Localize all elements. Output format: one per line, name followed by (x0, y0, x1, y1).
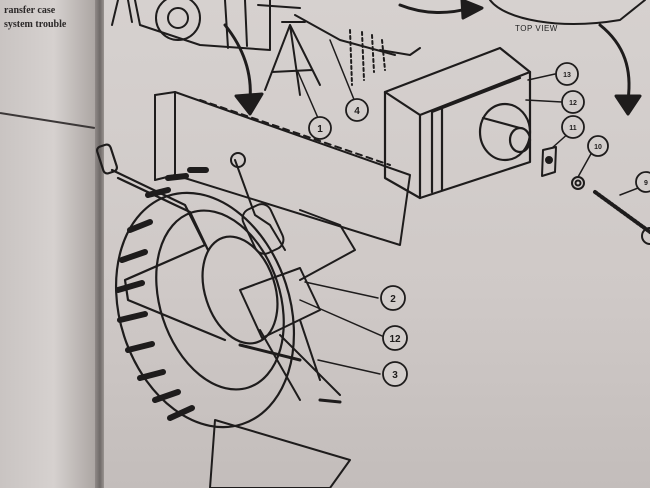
left-page-line-2: system trouble (4, 19, 67, 30)
axle-housing-block (383, 46, 532, 200)
arrow-curved-down (598, 23, 642, 116)
callout-12-top: 12 (569, 100, 577, 107)
top-view-frame (489, 0, 646, 25)
callout-11: 11 (569, 125, 577, 132)
arrow-right (398, 0, 484, 20)
left-page-text: ransfer case system trouble (4, 4, 96, 32)
callout-1: 1 (317, 124, 323, 135)
tire-drawing (114, 167, 296, 429)
callout-9: 9 (644, 180, 648, 187)
frame-rail (154, 91, 411, 246)
washer-parts (541, 146, 650, 245)
callout-13: 13 (563, 72, 571, 79)
truck-drawing (111, 0, 301, 51)
left-page-line-1: ransfer case (4, 5, 56, 16)
callout-4: 4 (354, 106, 360, 117)
jack-assembly (209, 152, 356, 488)
left-page: ransfer case system trouble (0, 0, 98, 488)
callout-10: 10 (594, 144, 602, 151)
top-view-label: TOP VIEW (515, 24, 558, 33)
callout-labels: 1 4 13 12 11 10 9 2 12 3 (317, 72, 648, 381)
leader-lines (297, 39, 639, 375)
jack-stand-drawing (264, 14, 421, 96)
callout-circles (308, 62, 650, 387)
callout-2: 2 (390, 294, 396, 305)
callout-12-bottom: 12 (389, 334, 401, 345)
page-gutter (95, 0, 105, 488)
arrow-down (223, 23, 264, 116)
callout-3: 3 (392, 370, 398, 381)
